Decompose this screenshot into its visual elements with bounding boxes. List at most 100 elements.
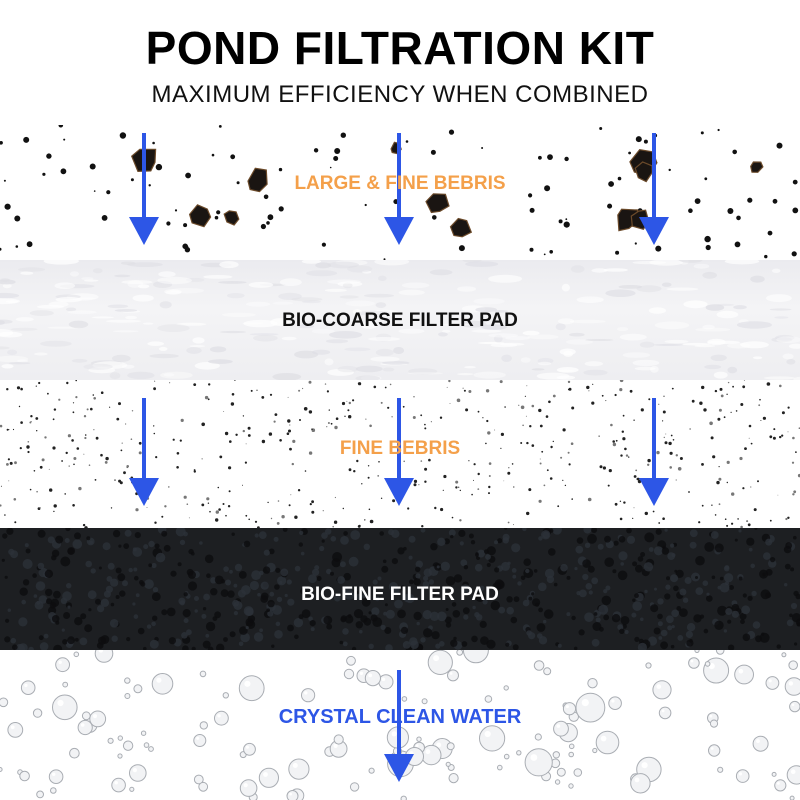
fine-speck: [78, 486, 82, 491]
fine-speck: [76, 447, 80, 450]
foam-pore: [501, 561, 510, 571]
fibre: [381, 361, 410, 365]
water-bubble: [554, 779, 561, 785]
fibre: [355, 311, 391, 316]
fibre: [632, 359, 660, 367]
fibre: [361, 321, 377, 329]
foam-pore: [44, 569, 54, 578]
fibre: [583, 369, 608, 376]
fine-speck: [538, 408, 542, 413]
foam-pore: [765, 568, 773, 576]
foam-pore: [553, 582, 558, 587]
foam-pore: [263, 549, 270, 556]
foam-pore: [260, 581, 269, 590]
fine-speck: [352, 399, 355, 402]
fine-speck: [545, 415, 549, 418]
foam-pore: [12, 644, 18, 650]
foam-pore: [128, 567, 133, 573]
fibre: [176, 322, 207, 326]
foam-pore: [679, 588, 687, 596]
foam-pore: [557, 643, 562, 648]
foam-pore: [43, 633, 49, 639]
foam-pore: [277, 576, 287, 586]
foam-pore: [337, 576, 345, 584]
fine-speck: [701, 385, 705, 390]
fine-speck: [526, 511, 530, 516]
foam-pore: [298, 542, 303, 547]
debris-speck: [148, 184, 151, 187]
foam-pore: [203, 593, 211, 601]
fibre: [109, 372, 121, 380]
fine-speck: [131, 410, 134, 412]
fine-speck: [652, 510, 655, 513]
fine-speck: [118, 479, 122, 483]
fine-speck: [488, 485, 491, 489]
fibre: [355, 375, 381, 380]
debris-speck: [340, 132, 346, 138]
foam-pore: [126, 637, 131, 642]
foam-pore: [676, 606, 682, 611]
fine-speck: [488, 475, 491, 477]
fibre: [782, 353, 794, 360]
water-bubble: [592, 747, 598, 754]
fine-speck: [308, 451, 313, 455]
debris-speck: [617, 176, 622, 181]
debris-speck: [700, 131, 704, 135]
foam-pore: [363, 543, 370, 550]
fibre: [20, 271, 34, 275]
foam-pore: [7, 608, 11, 612]
fine-speck: [647, 458, 651, 463]
foam-pore: [245, 607, 254, 616]
foam-pore: [391, 558, 398, 565]
foam-pore: [748, 547, 753, 552]
foam-pore: [783, 545, 792, 554]
fine-speck: [209, 510, 211, 513]
foam-pore: [35, 581, 46, 591]
coarse-pad-label: BIO-COARSE FILTER PAD: [282, 310, 518, 331]
fine-speck: [701, 504, 704, 507]
foam-pore: [795, 593, 800, 600]
foam-pore: [685, 630, 694, 639]
foam-pore: [330, 571, 334, 576]
foam-pore: [477, 549, 485, 558]
fine-speck: [123, 471, 126, 475]
fine-speck: [208, 383, 211, 386]
fine-speck: [180, 418, 184, 422]
foam-pore: [348, 556, 359, 567]
fine-speck: [47, 392, 49, 395]
foam-pore: [216, 643, 225, 650]
foam-pore: [474, 563, 483, 572]
foam-pore: [408, 535, 416, 543]
fine-speck: [269, 393, 273, 396]
fibre: [736, 321, 773, 329]
foam-pore: [24, 543, 29, 548]
fine-speck: [84, 434, 87, 436]
foam-pore: [333, 594, 341, 602]
fine-speck: [434, 506, 437, 510]
water-bubble: [709, 719, 719, 728]
fine-speck: [591, 401, 595, 405]
fine-speck: [302, 387, 304, 390]
fine-speck: [614, 502, 618, 506]
foam-pore: [63, 612, 71, 619]
fine-speck: [377, 475, 380, 477]
fine-speck: [486, 419, 489, 423]
foam-pore: [238, 641, 244, 647]
fibre: [68, 320, 89, 329]
fibre: [788, 343, 800, 349]
foam-pore: [637, 556, 644, 562]
debris-speck: [230, 154, 236, 160]
foam-pore: [33, 594, 38, 598]
fibre: [137, 284, 150, 289]
fibre: [401, 282, 430, 289]
debris-speck: [544, 185, 551, 192]
fibre: [584, 361, 603, 367]
foam-pore: [432, 591, 437, 596]
foam-pore: [452, 610, 461, 618]
foam-pore: [653, 546, 664, 556]
fine-speck: [206, 497, 210, 501]
fine-speck: [348, 401, 351, 405]
fibre: [339, 295, 359, 299]
fine-speck: [586, 385, 590, 390]
foam-pore: [168, 637, 176, 645]
